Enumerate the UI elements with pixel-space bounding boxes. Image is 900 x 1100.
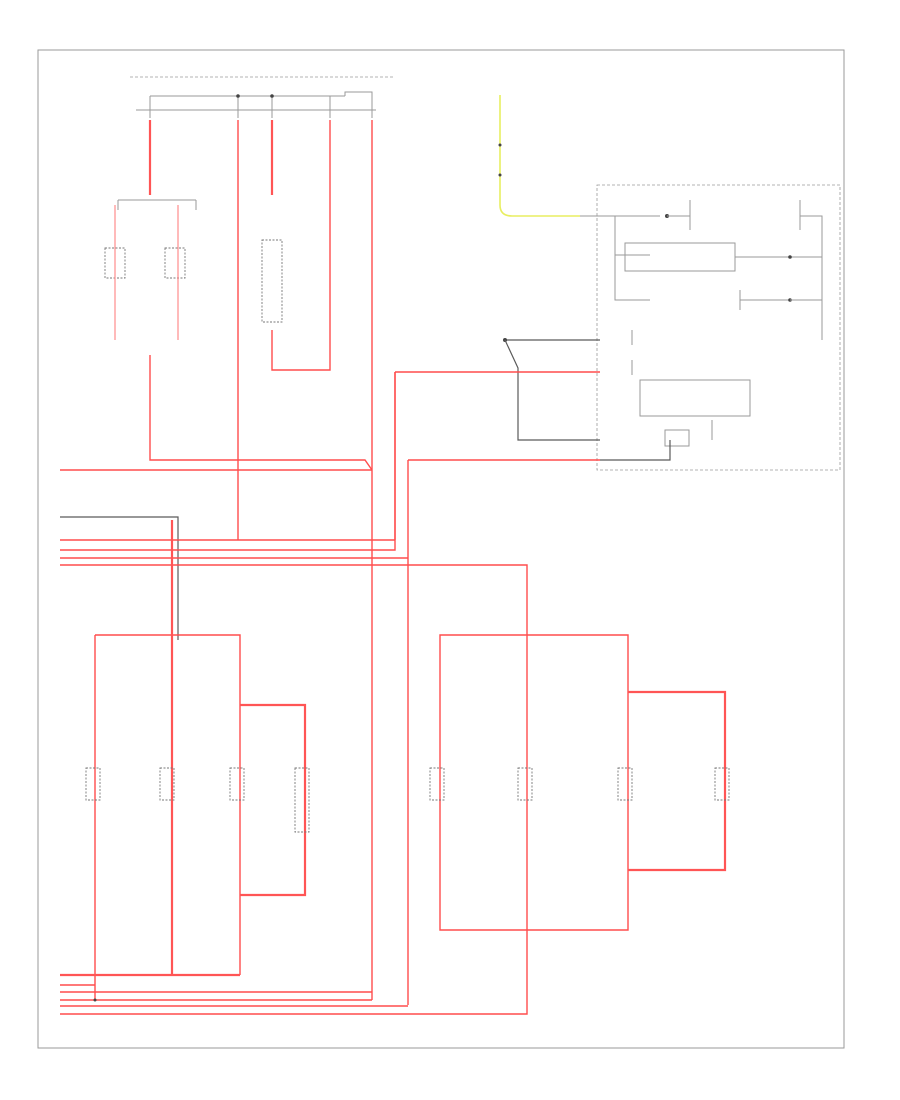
top-connector xyxy=(130,76,395,118)
bus-wires xyxy=(60,372,528,930)
diagram-border xyxy=(37,49,845,1049)
component-1 xyxy=(104,205,126,340)
module-feed-wires xyxy=(394,338,671,1005)
component-3 xyxy=(261,239,283,323)
yellow-wire xyxy=(498,95,580,217)
bottom-bus xyxy=(60,930,528,1015)
lower-right-group xyxy=(429,634,730,931)
component-2 xyxy=(164,205,186,340)
module-box xyxy=(580,184,841,471)
lower-left-group xyxy=(85,520,310,1000)
top-left-wiring xyxy=(117,120,373,1000)
